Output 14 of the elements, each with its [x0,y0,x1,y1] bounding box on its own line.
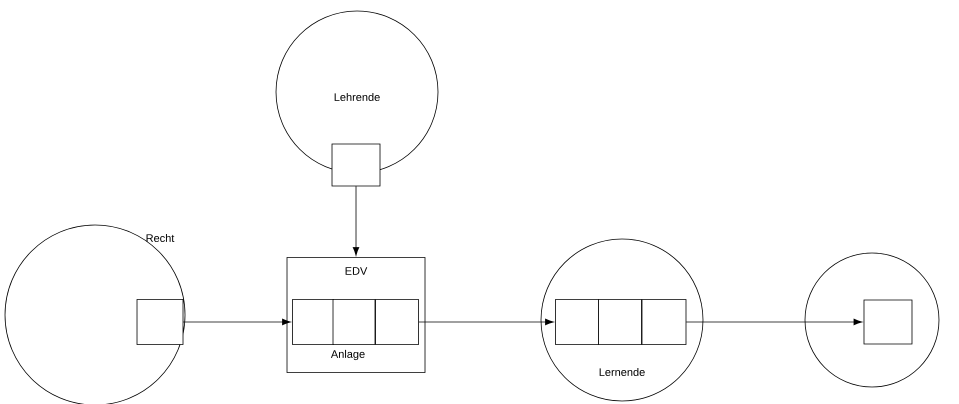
square-box [642,299,686,345]
square-box [332,144,380,186]
arrow [418,318,554,326]
square-box [598,299,642,345]
square-box [375,299,419,345]
arrow [183,318,291,326]
circle-node: Lehrende [276,10,438,174]
arrow [352,186,360,256]
square-box [292,299,334,345]
square-box [332,299,376,345]
square-box [864,300,912,344]
square-box [136,299,184,345]
square-box [555,299,599,345]
arrow [686,318,862,326]
